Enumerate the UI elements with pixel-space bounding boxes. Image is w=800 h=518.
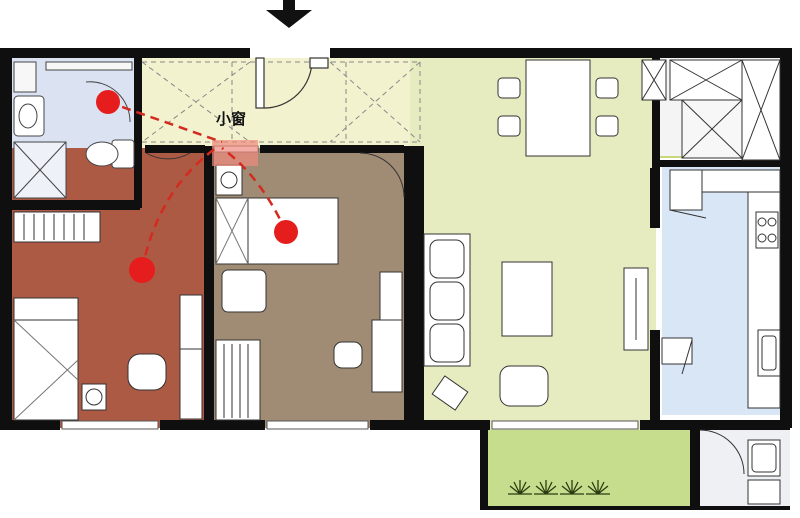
wardrobe-icon bbox=[215, 339, 261, 421]
viewpoint-marker bbox=[129, 257, 155, 283]
small-window-highlight bbox=[212, 140, 258, 166]
fridge-icon bbox=[669, 169, 707, 219]
viewpoint-marker bbox=[96, 90, 120, 114]
entrance-arrow-icon bbox=[266, 0, 312, 28]
desk-icon bbox=[371, 271, 403, 393]
closet-cabinets bbox=[641, 59, 781, 161]
tv-cabinet bbox=[623, 267, 649, 351]
hall-floor bbox=[136, 58, 426, 150]
viewpoint-marker bbox=[274, 220, 298, 244]
hall-ceiling-lines bbox=[141, 61, 421, 143]
balcony-floor bbox=[488, 430, 698, 508]
side-table bbox=[431, 375, 469, 411]
sink-icon bbox=[757, 329, 781, 377]
bathroom-fixtures bbox=[13, 61, 135, 199]
chair-icon bbox=[127, 353, 167, 391]
entrance-door bbox=[255, 57, 329, 109]
washbasin-icon bbox=[13, 95, 45, 137]
bedroom-middle-door bbox=[359, 152, 405, 198]
dining-table-icon bbox=[497, 59, 619, 157]
bed-icon bbox=[13, 297, 79, 421]
bedroom-left-door bbox=[145, 152, 191, 160]
washing-machine-icon bbox=[747, 439, 781, 505]
chair-icon bbox=[333, 341, 363, 369]
sight-lines bbox=[107, 100, 288, 271]
stove-icon bbox=[755, 211, 779, 249]
kitchen-door bbox=[661, 337, 693, 375]
walls bbox=[0, 48, 792, 510]
desk-icon bbox=[179, 294, 203, 420]
sofa-icon bbox=[423, 233, 471, 367]
plant-icon bbox=[508, 480, 610, 495]
annotation-label: 小窗 bbox=[216, 110, 246, 128]
chair-icon bbox=[221, 269, 267, 313]
storage-cabinet bbox=[215, 164, 243, 196]
coffee-table bbox=[501, 261, 553, 337]
wardrobe-icon bbox=[13, 211, 101, 243]
laundry-door bbox=[699, 429, 745, 475]
washing-machine-icon bbox=[81, 383, 107, 411]
toilet-icon bbox=[85, 139, 135, 169]
chair-icon bbox=[499, 365, 549, 407]
